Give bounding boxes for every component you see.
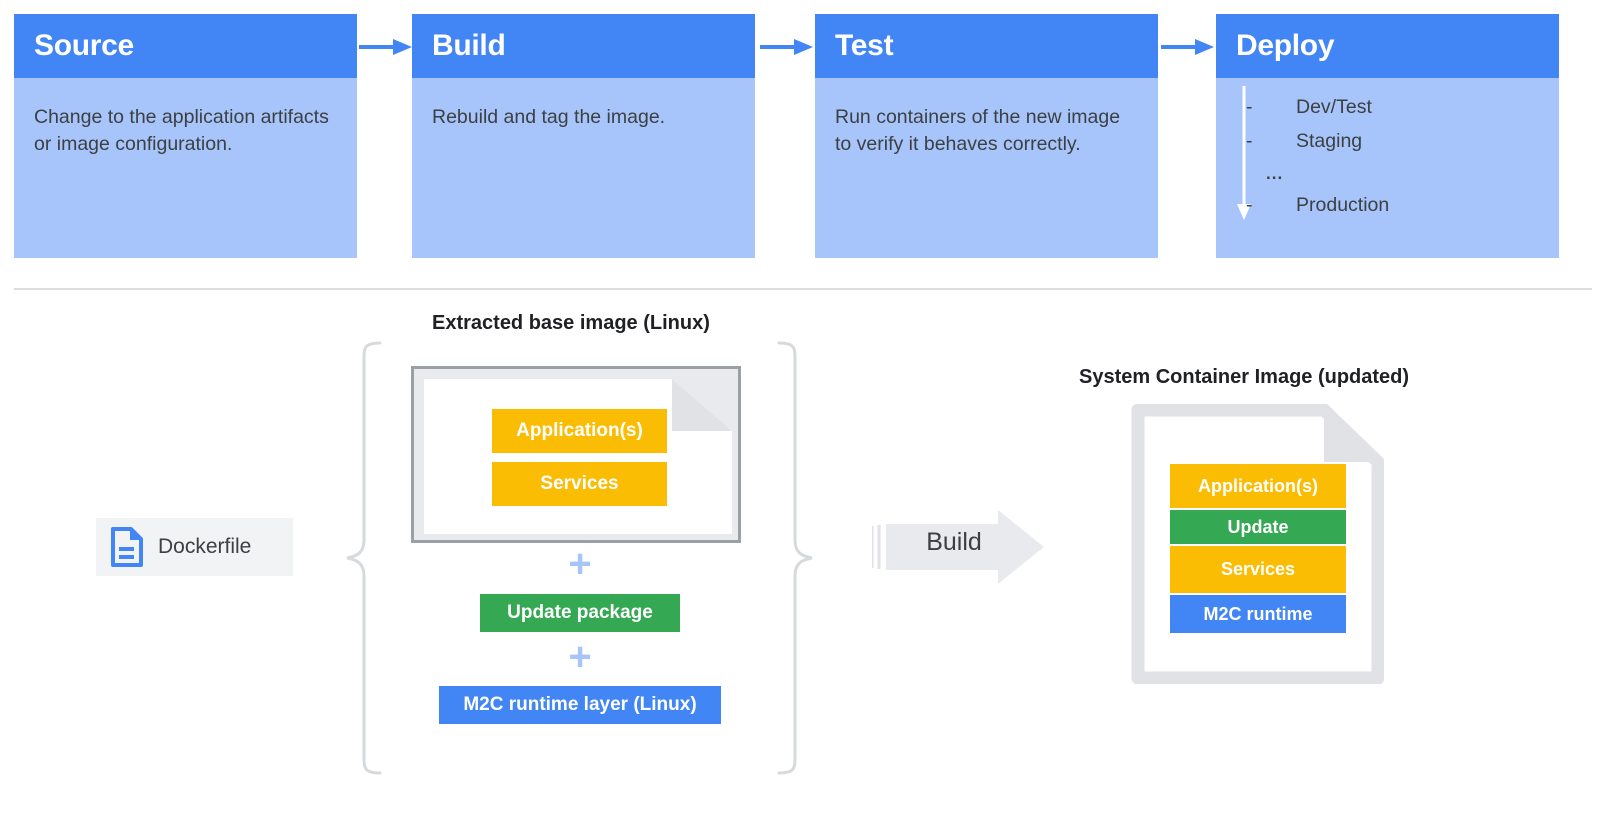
dockerfile-label: Dockerfile: [158, 535, 252, 558]
stage-body-source: Change to the application artifacts or i…: [14, 78, 357, 258]
system-container-image-document[interactable]: Application(s) Update Services M2C runti…: [1128, 403, 1385, 685]
result-layer-label: Application(s): [1198, 475, 1318, 496]
section-divider: [14, 288, 1592, 290]
deploy-environment-list: - Dev/Test - Staging ... - Production: [1240, 96, 1540, 228]
arrow-right-icon-test-to-deploy: [1161, 39, 1214, 55]
deploy-item-label: Dev/Test: [1296, 96, 1372, 118]
dockerfile-chip[interactable]: Dockerfile: [96, 518, 293, 576]
stage-header-deploy: Deploy: [1216, 14, 1559, 78]
arrow-right-icon-source-to-build: [359, 39, 412, 55]
result-document-icon: [1131, 403, 1385, 685]
deploy-item-dash: -: [1246, 130, 1253, 152]
arrow-down-icon-deploy-order: [1237, 86, 1251, 220]
result-layer-applications[interactable]: Application(s): [1170, 464, 1346, 508]
document-icon: [111, 527, 143, 567]
base-layer-services[interactable]: Services: [492, 462, 667, 506]
result-layer-m2c-runtime[interactable]: M2C runtime: [1170, 595, 1346, 633]
deploy-item-label: Production: [1296, 194, 1390, 216]
base-layer-applications[interactable]: Application(s): [492, 409, 667, 453]
stage-title-test: Test: [835, 29, 894, 62]
left-curly-brace: [346, 341, 382, 775]
block-arrow-right-icon: [872, 510, 1044, 584]
m2c-runtime-layer-label: M2C runtime layer (Linux): [463, 694, 697, 715]
update-package-label: Update package: [507, 602, 653, 623]
caption-system-container-image: System Container Image (updated): [1079, 366, 1410, 388]
result-layer-services[interactable]: Services: [1170, 546, 1346, 593]
m2c-runtime-layer-box[interactable]: M2C runtime layer (Linux): [439, 686, 721, 724]
pipeline-section: Source Change to the application artifac…: [0, 0, 1606, 270]
build-flow-section: Extracted base image (Linux) System Cont…: [0, 296, 1606, 822]
deploy-item-dash: -: [1246, 96, 1253, 118]
result-layer-update[interactable]: Update: [1170, 510, 1346, 544]
deploy-list-ellipsis: ...: [1266, 164, 1284, 183]
pipeline-stage-test[interactable]: Test Run containers of the new image to …: [815, 14, 1158, 258]
pipeline-stage-source[interactable]: Source Change to the application artifac…: [14, 14, 357, 258]
pipeline-stage-build[interactable]: Build Rebuild and tag the image.: [412, 14, 755, 258]
result-layer-label: Services: [1220, 559, 1296, 579]
build-arrow-label: Build: [926, 528, 982, 556]
stage-body-test: Run containers of the new image to verif…: [815, 78, 1158, 258]
base-layer-label: Services: [540, 473, 619, 494]
result-layer-label: M2C runtime: [1203, 603, 1313, 624]
plus-icon-2: +: [568, 635, 592, 679]
pipeline-stage-deploy[interactable]: Deploy - Dev/Test - Staging ... - Pr: [1216, 14, 1559, 258]
stage-header-test: Test: [815, 14, 1158, 78]
stage-description-build: Rebuild and tag the image.: [432, 106, 666, 128]
stage-header-build: Build: [412, 14, 755, 78]
stage-description-test: Run containers of the new image to verif…: [835, 106, 1121, 155]
plus-icon-1: +: [568, 542, 592, 586]
stage-body-build: Rebuild and tag the image.: [412, 78, 755, 258]
base-image-document-icon: [424, 379, 732, 534]
caption-extracted-base-image: Extracted base image (Linux): [432, 312, 710, 334]
stage-header-source: Source: [14, 14, 357, 78]
stage-description-source: Change to the application artifacts or i…: [34, 106, 329, 155]
deploy-item-dash: -: [1246, 194, 1253, 216]
right-curly-brace: [777, 341, 813, 775]
deploy-list-item[interactable]: - Production: [1240, 194, 1540, 228]
extracted-base-image-container[interactable]: Application(s) Services: [411, 366, 741, 543]
deploy-list-item[interactable]: - Staging: [1240, 130, 1540, 164]
arrow-right-icon-build-to-test: [760, 39, 813, 55]
update-package-box[interactable]: Update package: [480, 594, 680, 632]
deploy-item-label: Staging: [1296, 130, 1363, 152]
stage-title-source: Source: [34, 29, 134, 62]
deploy-list-item[interactable]: - Dev/Test: [1240, 96, 1540, 130]
result-layer-label: Update: [1227, 516, 1289, 537]
base-layer-label: Application(s): [516, 420, 643, 441]
stage-body-deploy: - Dev/Test - Staging ... - Production: [1216, 78, 1559, 258]
stage-title-deploy: Deploy: [1236, 29, 1335, 62]
stage-title-build: Build: [432, 29, 506, 62]
